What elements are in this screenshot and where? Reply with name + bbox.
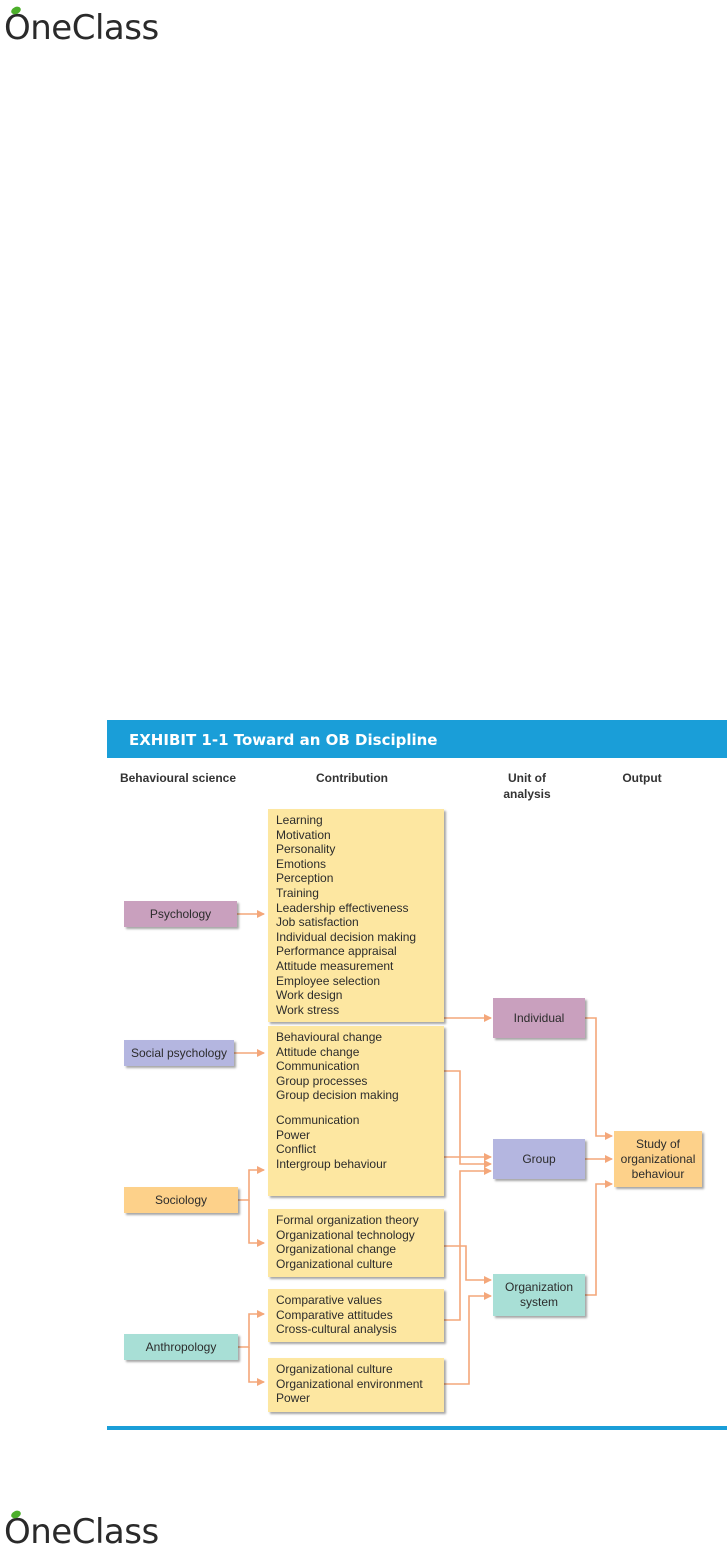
contribution-item: Organizational change: [276, 1242, 397, 1257]
contribution-item: Intergroup behaviour: [276, 1156, 387, 1171]
contribution-item: Performance appraisal: [276, 944, 397, 959]
contribution-item: Work stress: [276, 1002, 340, 1017]
contribution-anthropology-culture: Organizational culture Organizational en…: [268, 1358, 444, 1412]
contribution-item: Power: [276, 1127, 311, 1142]
logo-text: OneClass: [4, 1512, 159, 1552]
contribution-item: Organizational culture: [276, 1256, 393, 1271]
contribution-item: Cross-cultural analysis: [276, 1322, 397, 1337]
contribution-item: Group processes: [276, 1073, 368, 1088]
contribution-item: Individual decision making: [276, 929, 417, 944]
contribution-item: Attitude measurement: [276, 958, 394, 973]
exhibit-figure: EXHIBIT 1-1 Toward an OB Discipline Beha…: [107, 720, 727, 1432]
contribution-anthropology-values: Comparative values Comparative attitudes…: [268, 1289, 444, 1342]
contribution-item: Personality: [276, 842, 336, 857]
logo-text: OneClass: [4, 8, 159, 48]
column-header-output: Output: [622, 771, 662, 785]
contribution-item: Motivation: [276, 827, 331, 842]
contribution-item: Work design: [276, 988, 343, 1003]
contribution-item: Conflict: [276, 1142, 317, 1157]
oneclass-logo: OneClass: [4, 6, 159, 50]
contribution-item: Learning: [276, 813, 323, 827]
contribution-item: Power: [276, 1391, 311, 1406]
contribution-item: Formal organization theory: [276, 1213, 419, 1227]
contribution-item: Emotions: [276, 856, 327, 871]
contribution-sociology-org: Formal organization theory Organizationa…: [268, 1209, 444, 1277]
contribution-item: Communication: [276, 1112, 360, 1127]
leaf-icon: [11, 6, 21, 15]
contribution-item: Group decision making: [276, 1088, 399, 1103]
contribution-item: Organizational technology: [276, 1227, 415, 1242]
contribution-item: Attitude change: [276, 1044, 360, 1059]
contribution-item: Behavioural change: [276, 1030, 383, 1044]
unit-individual: Individual: [493, 998, 585, 1038]
science-anthropology: Anthropology: [124, 1334, 238, 1360]
contribution-psychology: Learning Motivation Personality Emotions…: [268, 809, 444, 1022]
contribution-item: Job satisfaction: [276, 915, 359, 930]
contribution-social-sociology: Behavioural change Attitude change Commu…: [268, 1026, 444, 1196]
science-social-psychology: Social psychology: [124, 1040, 234, 1066]
science-psychology: Psychology: [124, 901, 237, 927]
leaf-icon: [11, 1510, 21, 1519]
contribution-item: Perception: [276, 871, 334, 886]
exhibit-title: EXHIBIT 1-1 Toward an OB Discipline: [107, 720, 727, 758]
contribution-item: Organizational environment: [276, 1376, 423, 1391]
contribution-item: Organizational culture: [276, 1362, 393, 1376]
oneclass-logo-footer: OneClass: [4, 1510, 159, 1554]
column-header-contribution: Contribution: [316, 771, 388, 785]
contribution-item: Comparative values: [276, 1293, 383, 1307]
bottom-rule: [107, 1426, 727, 1430]
output-study-of-ob: Study of organizational behaviour: [614, 1131, 702, 1187]
contribution-item: Training: [276, 885, 319, 900]
unit-group: Group: [493, 1139, 585, 1179]
contribution-item: Comparative attitudes: [276, 1307, 393, 1322]
connector-arrows: [234, 910, 613, 1386]
science-sociology: Sociology: [124, 1187, 238, 1213]
contribution-item: Communication: [276, 1059, 360, 1074]
column-header-science: Behavioural science: [119, 771, 237, 785]
contribution-item: Employee selection: [276, 973, 381, 988]
unit-organization-system: Organization system: [493, 1274, 585, 1316]
column-header-unit: Unit of analysis: [503, 771, 551, 801]
contribution-item: Leadership effectiveness: [276, 900, 409, 915]
